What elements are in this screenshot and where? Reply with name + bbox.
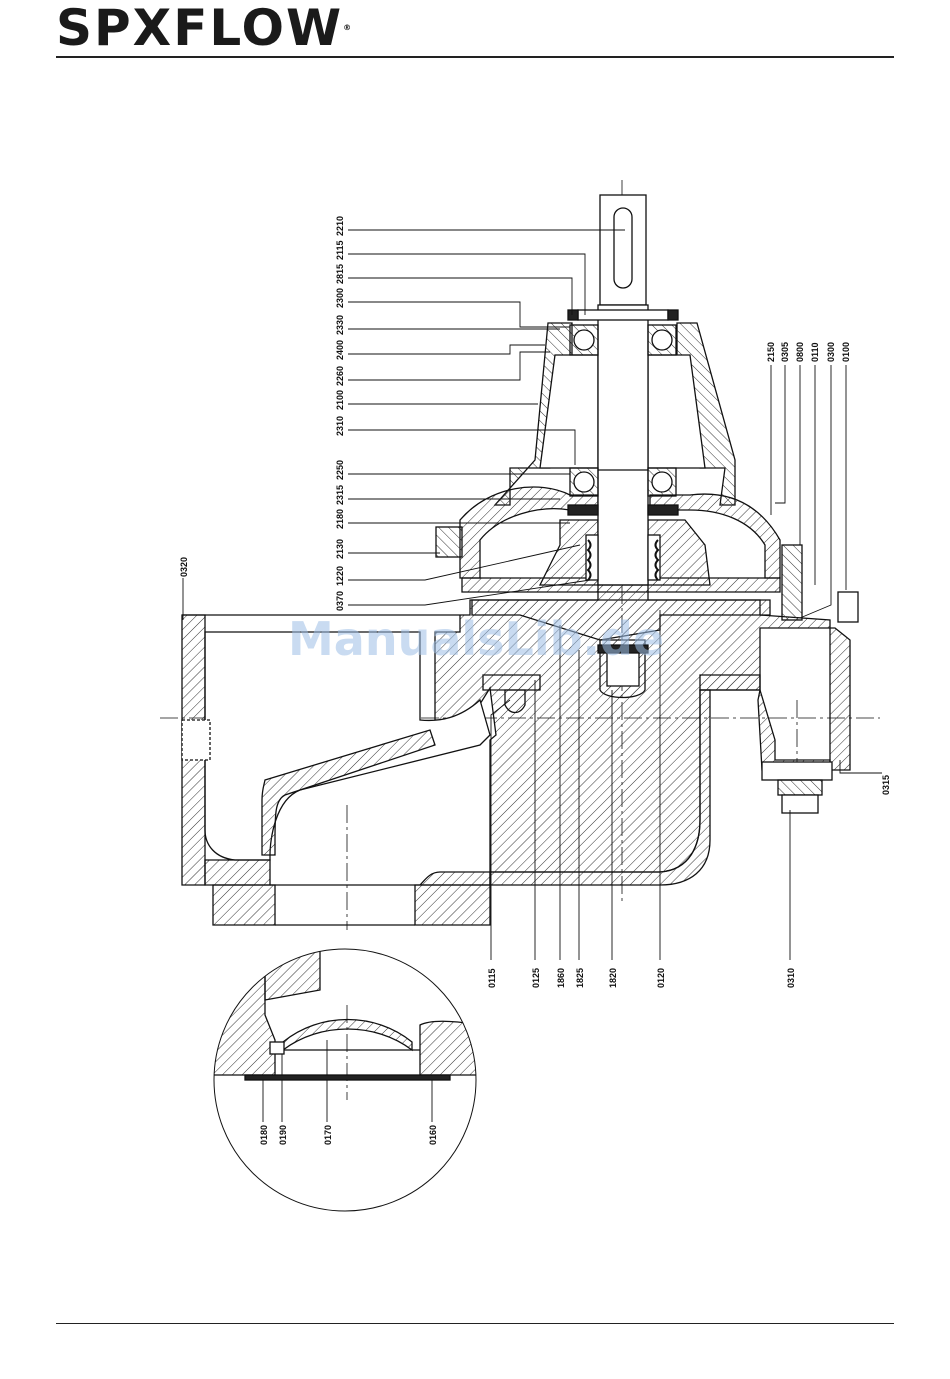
label-2315: 2315	[335, 485, 345, 505]
label-0320: 0320	[179, 557, 189, 577]
label-0310: 0310	[786, 968, 796, 988]
label-0300: 0300	[826, 342, 836, 362]
label-2130: 2130	[335, 539, 345, 559]
label-0305: 0305	[780, 342, 790, 362]
label-1220: 1220	[335, 566, 345, 586]
label-0180: 0180	[259, 1125, 269, 1145]
label-2330: 2330	[335, 315, 345, 335]
label-0115: 0115	[487, 968, 497, 988]
label-1825: 1825	[575, 968, 585, 988]
label-0315: 0315	[881, 775, 891, 795]
label-2180: 2180	[335, 509, 345, 529]
label-1860: 1860	[556, 968, 566, 988]
label-0370: 0370	[335, 591, 345, 611]
label-2310: 2310	[335, 416, 345, 436]
label-2400: 2400	[335, 340, 345, 360]
label-2815: 2815	[335, 264, 345, 284]
label-2300: 2300	[335, 288, 345, 308]
label-0100: 0100	[841, 342, 851, 362]
label-0170: 0170	[323, 1125, 333, 1145]
label-2210: 2210	[335, 216, 345, 236]
label-2100: 2100	[335, 390, 345, 410]
label-0120: 0120	[656, 968, 666, 988]
label-0110: 0110	[810, 342, 820, 362]
detail-view	[200, 945, 480, 1211]
label-0190: 0190	[278, 1125, 288, 1145]
label-0125: 0125	[531, 968, 541, 988]
watermark: ManualsLib.de	[288, 612, 664, 666]
label-2115: 2115	[335, 240, 345, 260]
label-2260: 2260	[335, 366, 345, 386]
drain-plug	[762, 762, 832, 813]
label-0160: 0160	[428, 1125, 438, 1145]
label-2150: 2150	[766, 342, 776, 362]
label-1820: 1820	[608, 968, 618, 988]
label-0800: 0800	[795, 342, 805, 362]
label-2250: 2250	[335, 460, 345, 480]
